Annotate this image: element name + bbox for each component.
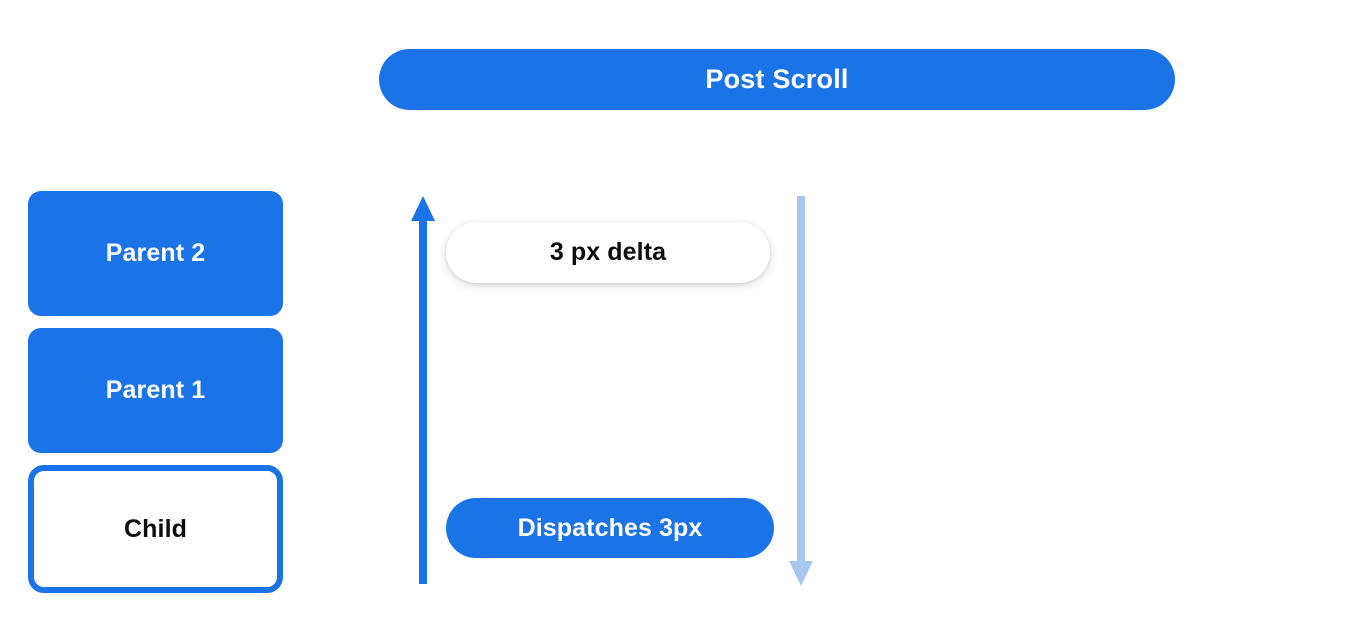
title-banner-label: Post Scroll <box>705 64 849 94</box>
dispatch-annotation-pill: Dispatches 3px <box>446 498 774 558</box>
node-box-child: Child <box>28 465 283 593</box>
node-box-child-label: Child <box>124 514 187 543</box>
delta-annotation-pill: 3 px delta <box>446 222 770 283</box>
scroll-dispatch-down-arrow-icon <box>789 196 813 586</box>
scroll-propagation-up-arrow-icon <box>411 196 435 584</box>
dispatch-annotation-label: Dispatches 3px <box>517 513 703 542</box>
node-box-parent-1-label: Parent 1 <box>105 376 206 404</box>
node-box-parent-2-label: Parent 2 <box>105 239 206 267</box>
title-banner: Post Scroll <box>379 49 1175 110</box>
node-stack: Parent 2 Parent 1 Child <box>28 191 283 593</box>
node-box-parent-1: Parent 1 <box>28 328 283 453</box>
node-box-parent-2: Parent 2 <box>28 191 283 316</box>
delta-annotation-label: 3 px delta <box>549 238 667 266</box>
